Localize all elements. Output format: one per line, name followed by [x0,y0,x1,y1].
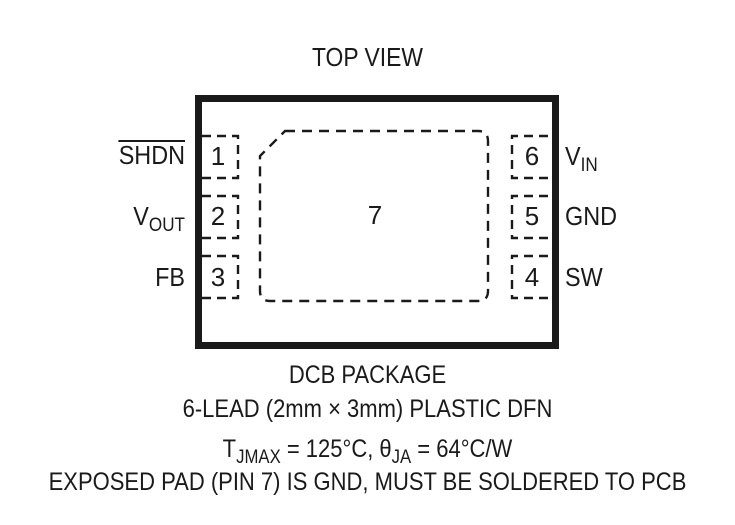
thermal-spec: TJMAX = 125°C, θJA = 64°C/W [222,435,513,468]
pin-5-label: GND [565,201,618,231]
pin-3-label: FB [155,262,185,292]
pin-6-number: 6 [524,141,540,171]
pin-2-outline [202,194,240,240]
pin-1-outline [202,134,240,180]
exposed-pad-number: 7 [367,200,383,230]
pin-4-outline [510,254,548,300]
pin-6-label: VIN [565,141,598,176]
left-pin-outlines [202,134,240,300]
pin-2-number: 2 [210,201,226,231]
pin-3-outline [202,254,240,300]
pin-4-label: SW [565,262,603,292]
diagram-title: TOP VIEW [311,42,424,72]
pin-5-outline [510,194,548,240]
package-name: DCB PACKAGE [288,361,447,389]
package-body-outline [195,95,559,349]
pin-6-outline [510,134,548,180]
pin-4-number: 4 [524,262,540,292]
right-pin-outlines [510,134,548,300]
pin-1-number: 1 [210,141,226,171]
pin-5-number: 5 [524,201,540,231]
exposed-pad-note: EXPOSED PAD (PIN 7) IS GND, MUST BE SOLD… [48,468,687,496]
pin-3-number: 3 [210,262,226,292]
package-description: 6-LEAD (2mm × 3mm) PLASTIC DFN [182,395,553,423]
pin-1-label: SHDN [118,140,185,170]
pin-2-label: VOUT [133,201,185,236]
